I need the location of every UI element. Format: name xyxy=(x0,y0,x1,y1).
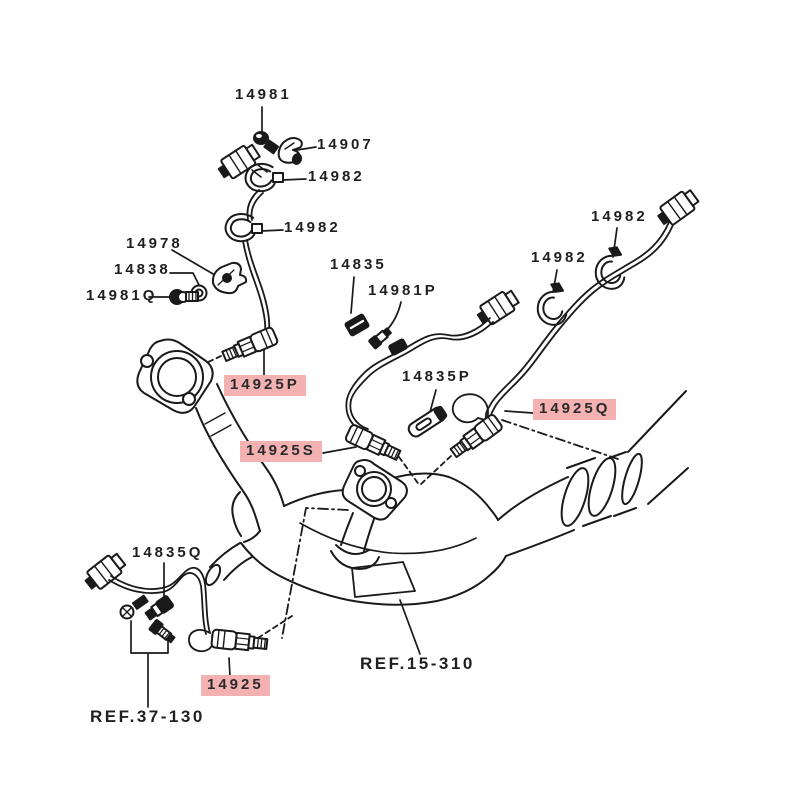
alignment-dash-lines xyxy=(203,355,619,639)
part-label-14982-a[interactable]: 14982 xyxy=(308,168,365,185)
cross-head-bolt xyxy=(119,594,149,620)
part-label-14982-c[interactable]: 14982 xyxy=(591,208,648,225)
exhaust-assembly xyxy=(195,383,689,606)
middle-sensor-connector xyxy=(473,286,522,330)
right-sensor-connector xyxy=(653,185,702,230)
right-sensor-harness xyxy=(447,185,702,462)
bracket-14978 xyxy=(211,261,248,295)
middle-exhaust-flange xyxy=(341,459,408,521)
middle-sensor-harness xyxy=(343,286,522,465)
clip-14835 xyxy=(344,313,370,337)
part-label-14981[interactable]: 14981 xyxy=(235,86,292,103)
bottom-left-assembly xyxy=(80,549,269,654)
stud-14835Q xyxy=(144,595,174,621)
part-label-14925-highlighted[interactable]: 14925 xyxy=(201,675,270,696)
bracket-14835P xyxy=(407,405,448,438)
left-small-parts xyxy=(169,261,248,305)
part-label-14981P[interactable]: 14981P xyxy=(368,282,438,299)
part-label-14835P[interactable]: 14835P xyxy=(402,368,472,385)
part-label-14925P-highlighted[interactable]: 14925P xyxy=(224,375,306,396)
oxygen-sensor-14925P xyxy=(219,325,280,366)
clamp-14982-c xyxy=(591,242,633,293)
part-label-14981Q[interactable]: 14981Q xyxy=(86,287,158,304)
part-label-14925S-highlighted[interactable]: 14925S xyxy=(240,441,322,462)
clamp-14982-b xyxy=(223,211,257,244)
oxygen-sensor-14925S xyxy=(343,422,404,465)
oxygen-sensor-14925 xyxy=(210,628,269,654)
part-label-14978[interactable]: 14978 xyxy=(126,235,183,252)
clip-14907 xyxy=(277,137,303,165)
ref-label-37-130[interactable]: REF.37-130 xyxy=(90,707,205,726)
part-label-14982-b[interactable]: 14982 xyxy=(284,219,341,236)
top-sensor-connector xyxy=(214,140,263,184)
part-label-14838[interactable]: 14838 xyxy=(114,261,171,278)
bolt-14981P xyxy=(368,327,392,350)
part-label-14982-d[interactable]: 14982 xyxy=(531,249,588,266)
bolt-14981 xyxy=(253,131,280,155)
left-exhaust-flange xyxy=(136,338,214,414)
bolt-14981Q xyxy=(169,289,199,305)
top-sensor-assembly xyxy=(214,131,303,334)
part-label-14835[interactable]: 14835 xyxy=(330,256,387,273)
leader-lines xyxy=(130,106,618,708)
ref-label-15-310[interactable]: REF.15-310 xyxy=(360,654,475,673)
part-label-14835Q[interactable]: 14835Q xyxy=(132,544,204,561)
hex-bolt xyxy=(148,619,176,644)
part-label-14907[interactable]: 14907 xyxy=(317,136,374,153)
part-label-14925Q-highlighted[interactable]: 14925Q xyxy=(533,399,617,420)
